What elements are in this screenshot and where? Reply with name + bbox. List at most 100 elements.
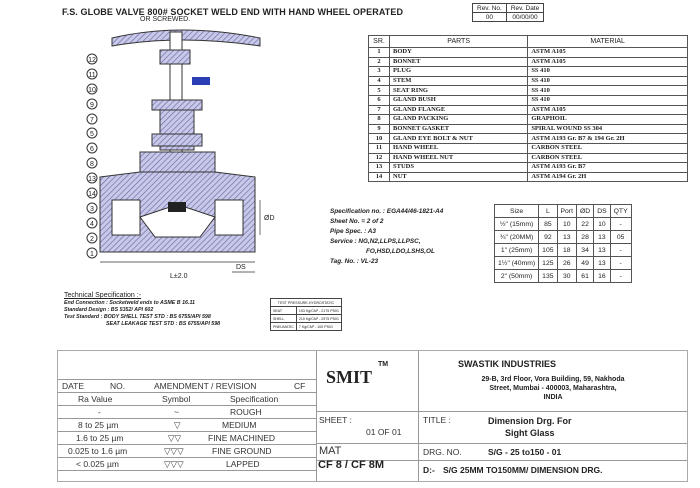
parts-sr: 10 bbox=[368, 133, 390, 144]
dim-ds: DS bbox=[236, 264, 246, 271]
address-line: 29-B, 3rd Floor, Vora Building, 59, Nakh… bbox=[481, 376, 625, 383]
size-cell: 34 bbox=[575, 243, 595, 257]
tb-ra: < 0.025 µm bbox=[76, 459, 119, 469]
parts-sr: 11 bbox=[368, 142, 390, 154]
tb-h-symbol: Symbol bbox=[162, 394, 191, 404]
callout-12: 12 bbox=[88, 57, 96, 64]
spec-line: Service : NG,N2,LLPS,LLPSC, bbox=[330, 238, 421, 245]
spec-line: Pipe Spec. : A3 bbox=[330, 228, 376, 235]
drawing-title: F.S. GLOBE VALVE 800# SOCKET WELD END WI… bbox=[62, 7, 404, 17]
company-logo: SMIT bbox=[326, 367, 373, 387]
size-cell: 105 bbox=[538, 243, 558, 257]
tb-no-label: NO. bbox=[110, 381, 126, 391]
parts-material: CARBON STEEL bbox=[527, 152, 688, 164]
parts-material: GRAPHOIL bbox=[527, 114, 688, 125]
rev-date: 00/00/00 bbox=[505, 12, 545, 22]
callout-2: 2 bbox=[90, 236, 94, 243]
size-h: Size bbox=[493, 204, 540, 218]
address-line: INDIA bbox=[543, 394, 563, 401]
callout-6: 6 bbox=[90, 146, 94, 153]
tb-spec: FINE GROUND bbox=[212, 446, 272, 456]
parts-material: CARBON STEEL bbox=[527, 142, 688, 154]
size-cell: 30 bbox=[556, 269, 577, 283]
callout-7: 7 bbox=[90, 117, 94, 124]
size-h: ØD bbox=[575, 204, 595, 218]
parts-sr: 2 bbox=[368, 56, 390, 68]
size-cell: 13 bbox=[593, 256, 611, 270]
parts-name: STUDS bbox=[388, 162, 529, 173]
tb-drg-value: S/G - 25 to150 - 01 bbox=[488, 447, 562, 457]
parts-sr: 1 bbox=[368, 47, 390, 58]
tech-line: SEAT LEAKAGE TEST STD : BS 6755/API 598 bbox=[106, 321, 221, 327]
size-cell: 125 bbox=[538, 256, 558, 270]
size-cell: 10 bbox=[556, 217, 577, 231]
size-h: QTY bbox=[609, 204, 632, 218]
parts-sr: 12 bbox=[368, 152, 390, 164]
parts-name: HAND WHEEL NUT bbox=[388, 152, 529, 164]
size-h: Port bbox=[556, 204, 577, 218]
tech-line: Test Standard : BODY SHELL TEST STD : BS… bbox=[64, 314, 211, 320]
callout-10: 10 bbox=[88, 87, 96, 94]
tb-h-ra: Ra Value bbox=[78, 394, 113, 404]
tech-line: End Connection : Socketweld ends to ASME… bbox=[64, 300, 195, 306]
tb-d-value: S/G 25MM TO150MM/ DIMENSION DRG. bbox=[443, 465, 603, 475]
size-cell: 13 bbox=[593, 243, 611, 257]
tb-h-spec: Specification bbox=[230, 394, 279, 404]
tb-ra: 0.025 to 1.6 µm bbox=[68, 446, 128, 456]
size-cell: - bbox=[609, 256, 632, 270]
test-value: 7 Kg/CM² - 100 PSIG bbox=[295, 322, 342, 331]
parts-material: ASTM A193 Gr. B7 & 194 Gr. 2H bbox=[527, 133, 688, 144]
parts-material: ASTM A193 Gr. B7 bbox=[527, 162, 688, 173]
parts-material: ASTM A105 bbox=[527, 104, 688, 116]
parts-name: BONNET GASKET bbox=[388, 123, 529, 135]
address-line: Street, Mumbai - 400003, Maharashtra, bbox=[489, 385, 617, 392]
logo-tm: TM bbox=[378, 361, 389, 368]
size-cell: 1" (25mm) bbox=[493, 243, 540, 257]
parts-name: GLAND FLANGE bbox=[388, 104, 529, 116]
size-cell: 2" (50mm) bbox=[493, 269, 540, 283]
callout-3: 3 bbox=[90, 206, 94, 213]
tb-drg-label: DRG. NO. bbox=[423, 447, 462, 457]
tb-title-value: Dimension Drg. For Sight Glass bbox=[488, 415, 572, 439]
tb-spec: LAPPED bbox=[226, 459, 260, 469]
callout-11: 11 bbox=[88, 72, 95, 79]
size-cell: 10 bbox=[593, 217, 611, 231]
parts-material: ASTM A194 Gr. 2H bbox=[527, 171, 688, 183]
parts-name: NUT bbox=[388, 171, 529, 183]
rev-date-header: Rev. Date bbox=[505, 3, 545, 13]
parts-material: ASTM A105 bbox=[527, 56, 688, 68]
parts-sr: 14 bbox=[368, 171, 390, 183]
company-name: SWASTIK INDUSTRIES bbox=[458, 359, 557, 369]
callout-8: 8 bbox=[90, 161, 94, 168]
tb-d-label: D:- bbox=[423, 465, 435, 475]
size-cell: 28 bbox=[575, 230, 595, 244]
parts-material: SS 410 bbox=[527, 75, 688, 87]
rev-no-header: Rev. No. bbox=[472, 3, 507, 13]
parts-material: SS 410 bbox=[527, 85, 688, 96]
parts-h-parts: PARTS bbox=[388, 35, 529, 48]
callout-1: 1 bbox=[90, 251, 94, 258]
tb-mat-value: CF 8 / CF 8M bbox=[318, 459, 385, 471]
parts-h-material: MATERIAL bbox=[527, 35, 688, 48]
tb-amend-label: AMENDMENT / REVISION bbox=[154, 381, 257, 391]
company-address: 29-B, 3rd Floor, Vora Building, 59, Nakh… bbox=[428, 375, 678, 402]
tb-title-label: TITLE : bbox=[423, 415, 451, 425]
tb-ra: - bbox=[98, 407, 101, 417]
test-header: TEST PRESSURE-HYDROSTATIC bbox=[270, 298, 342, 307]
parts-name: GLAND EYE BOLT & NUT bbox=[388, 133, 529, 144]
test-label: SEAT bbox=[270, 306, 297, 315]
title-line: Sight Glass bbox=[505, 428, 555, 438]
size-h: L bbox=[538, 204, 558, 218]
callout-13: 13 bbox=[88, 176, 96, 183]
valve-drawing: 12 11 10 9 7 5 6 8 13 14 3 4 2 1 L±2.0 D… bbox=[86, 29, 275, 280]
tb-spec: FINE MACHINED bbox=[208, 433, 276, 443]
parts-h-sr: SR. bbox=[368, 35, 390, 48]
size-cell: - bbox=[609, 217, 632, 231]
size-cell: 1½" (40mm) bbox=[493, 256, 540, 270]
rev-no: 00 bbox=[472, 12, 507, 22]
test-value: 153 Kg/CM² - 2175 PSIG bbox=[295, 306, 342, 315]
dim-l: L±2.0 bbox=[170, 273, 188, 280]
size-cell: 61 bbox=[575, 269, 595, 283]
callout-14: 14 bbox=[88, 191, 96, 198]
